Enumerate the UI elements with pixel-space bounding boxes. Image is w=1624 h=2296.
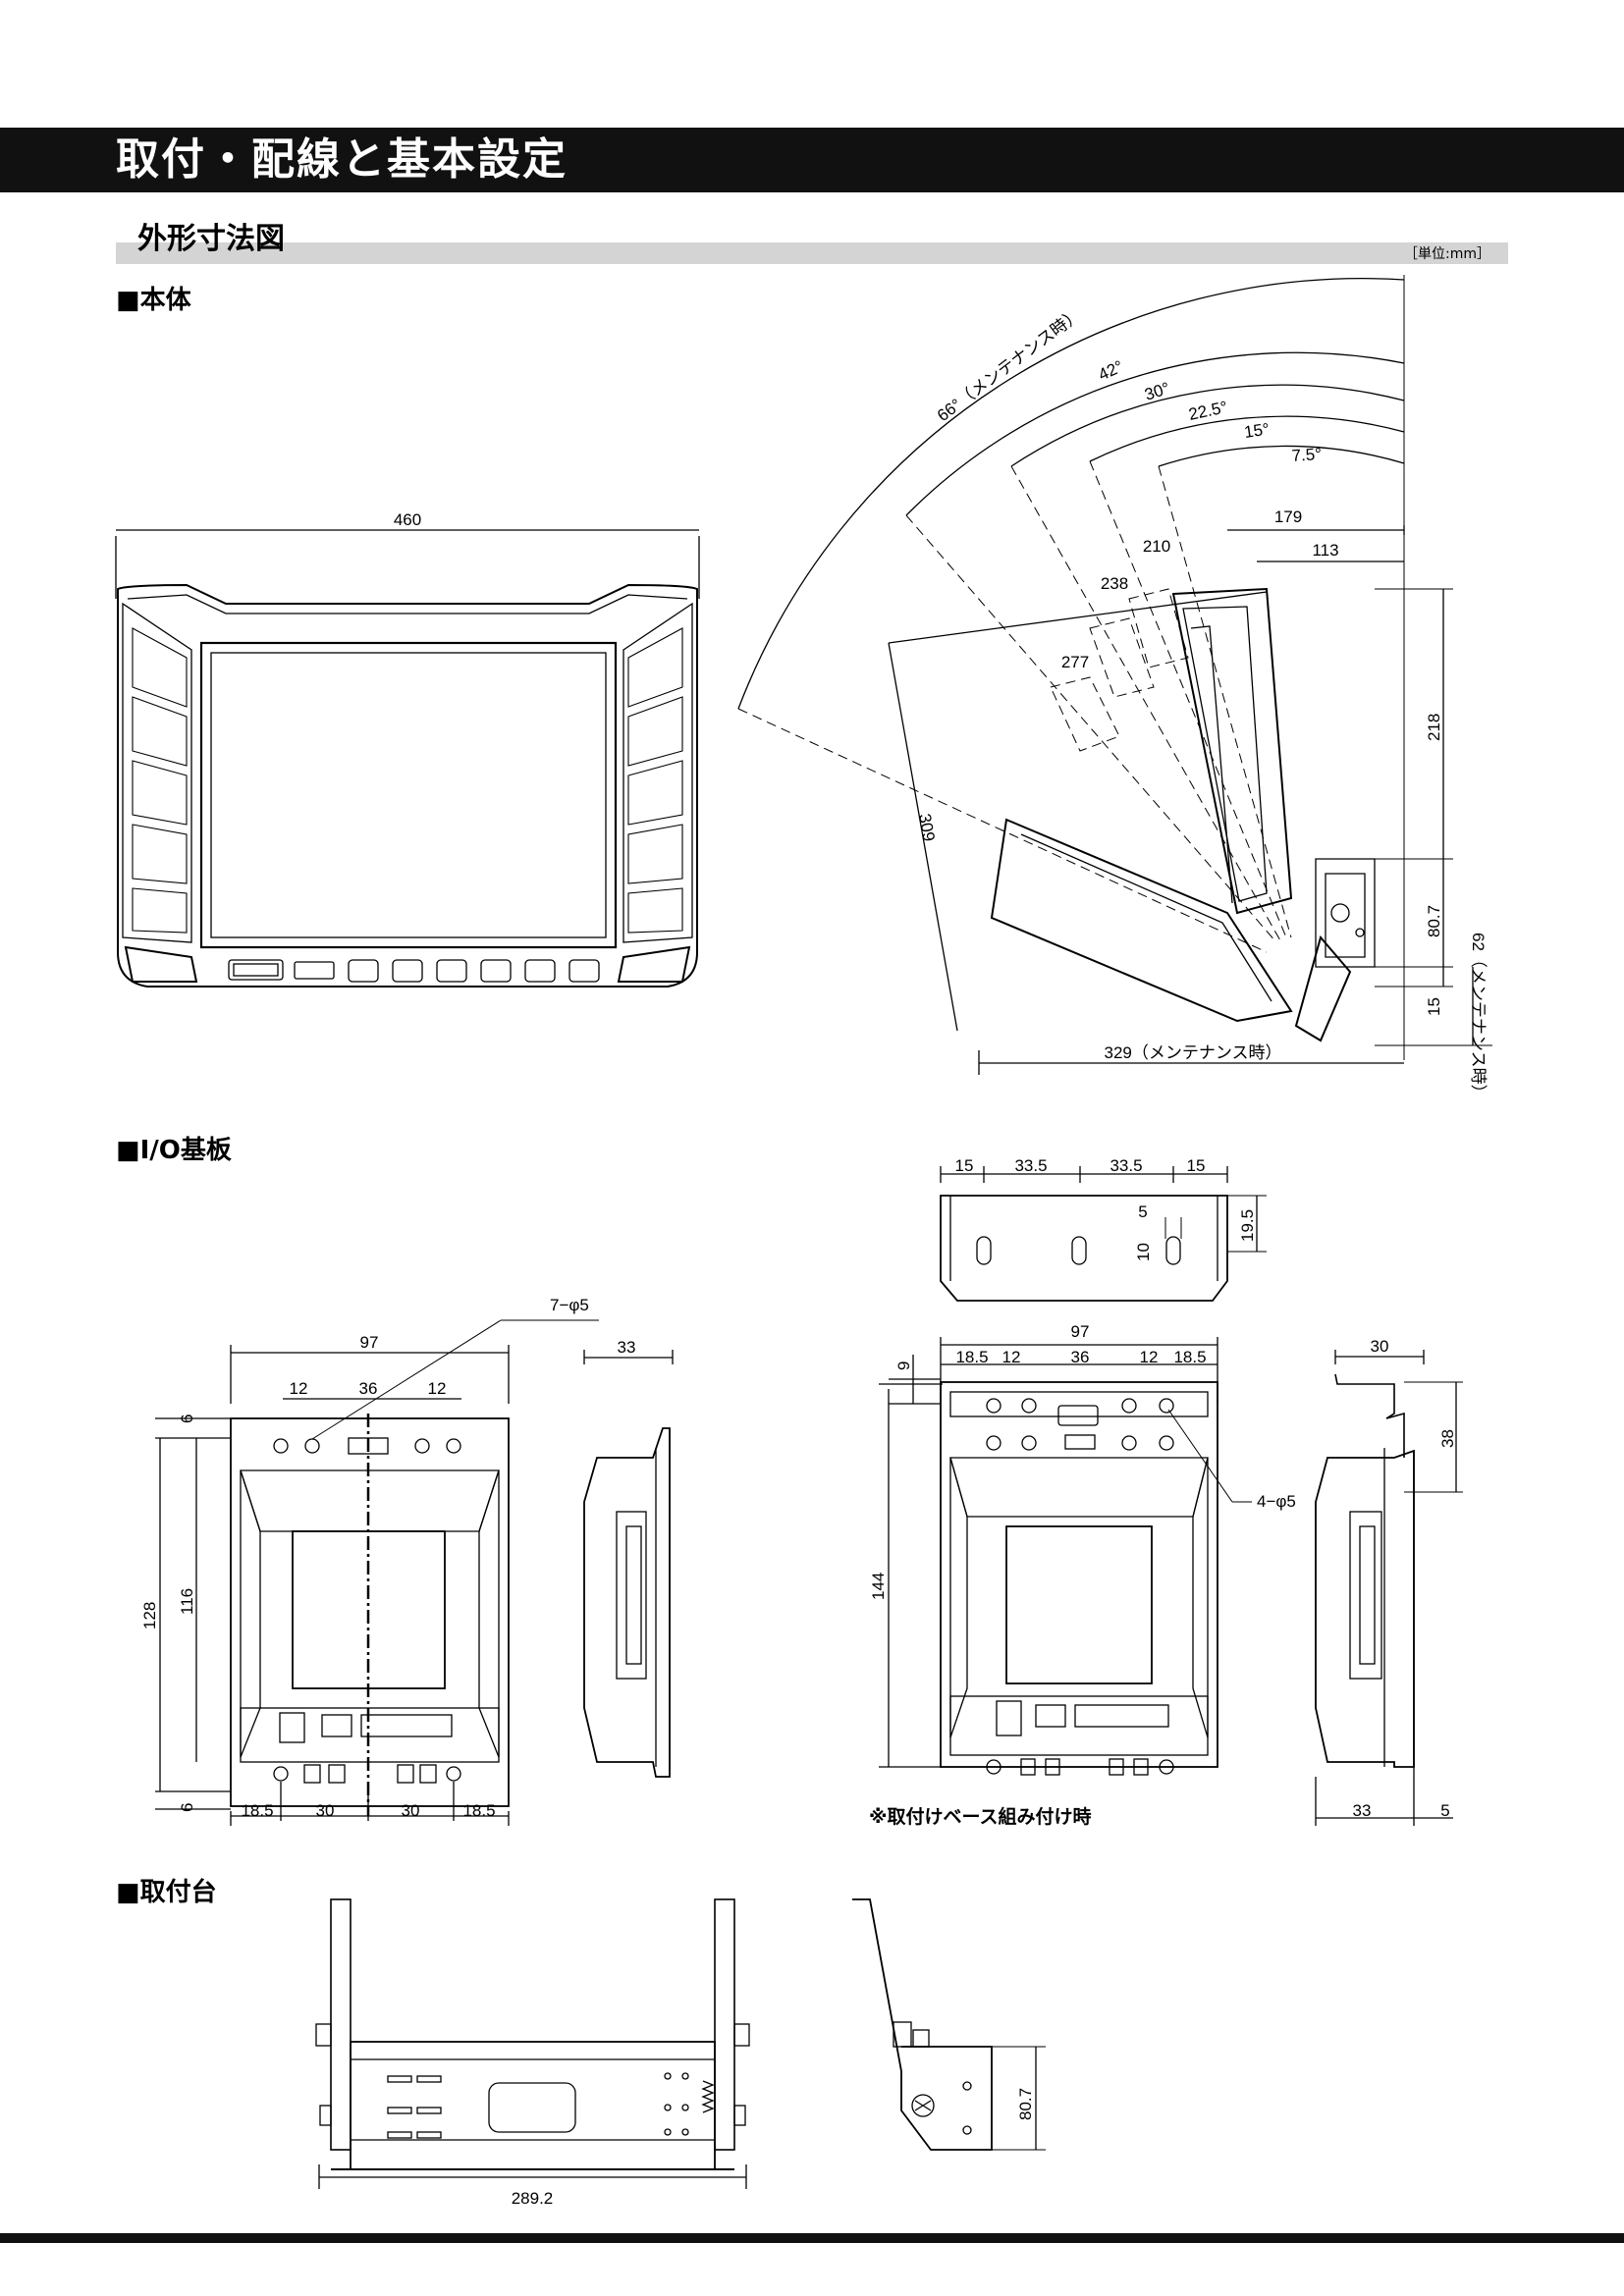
dim-io-left-12b: 12	[428, 1379, 447, 1398]
dim-io-left-30a: 30	[316, 1801, 335, 1820]
dim-io-left-128: 128	[140, 1602, 159, 1629]
body-front-view	[115, 529, 700, 988]
dim-length-210: 210	[1143, 537, 1170, 556]
io-board-top-view	[940, 1166, 1267, 1302]
dim-io-holes-7: 7−φ5	[550, 1296, 589, 1314]
dim-io-left-116: 116	[178, 1588, 196, 1615]
dim-io-left-12a: 12	[290, 1379, 308, 1398]
dim-io-right-144: 144	[869, 1573, 888, 1600]
dim-angle-7-5: 7.5°	[1291, 445, 1323, 465]
dim-top-33-5a: 33.5	[1014, 1156, 1047, 1175]
dim-top-15b: 15	[1187, 1156, 1206, 1175]
io-board-note: ※取付けベース組み付け時	[869, 1805, 1092, 1828]
header-banner: 取付・配線と基本設定	[0, 128, 1624, 192]
dim-length-309: 309	[915, 812, 939, 842]
dim-io-holes-4: 4−φ5	[1257, 1492, 1296, 1511]
dim-angle-15: 15°	[1243, 420, 1271, 442]
dim-io-right-5: 5	[1440, 1801, 1449, 1820]
unit-label: ［単位:mm］	[1404, 246, 1490, 262]
dim-io-left-30b: 30	[402, 1801, 420, 1820]
dim-io-right-18-5a: 18.5	[955, 1348, 988, 1366]
dim-angle-42: 42°	[1096, 357, 1126, 385]
dim-top-10: 10	[1134, 1243, 1153, 1261]
dim-top-33-5b: 33.5	[1110, 1156, 1142, 1175]
dim-io-left-18-5b: 18.5	[462, 1801, 495, 1820]
io-board-left-view	[155, 1319, 674, 1826]
dim-length-113: 113	[1312, 541, 1338, 560]
subsection-io-board: ■I/O基板	[116, 1136, 232, 1165]
dim-io-right-38: 38	[1438, 1429, 1457, 1448]
dim-io-right-97: 97	[1071, 1322, 1090, 1341]
dim-io-left-6bot: 6	[178, 1803, 196, 1812]
page-title: 取付・配線と基本設定	[116, 134, 568, 185]
dim-io-right-18-5b: 18.5	[1173, 1348, 1206, 1366]
dim-io-right-9: 9	[894, 1362, 913, 1370]
mount-view	[315, 1898, 1046, 2189]
dim-length-15: 15	[1425, 997, 1443, 1016]
dim-io-left-36: 36	[359, 1379, 378, 1398]
dim-mount-height: 80.7	[1016, 2088, 1035, 2120]
dim-top-15a: 15	[955, 1156, 974, 1175]
dim-length-329: 329（メンテナンス時）	[1104, 1043, 1281, 1062]
section-bar	[116, 242, 1508, 264]
dim-angle-30: 30°	[1142, 379, 1171, 404]
dim-length-238: 238	[1101, 574, 1128, 593]
dim-top-5: 5	[1138, 1202, 1147, 1221]
dim-io-right-33: 33	[1353, 1801, 1372, 1820]
dim-length-62: 62（メンテナンス時）	[1469, 933, 1488, 1101]
dim-length-277: 277	[1061, 653, 1089, 671]
io-board-right-view	[879, 1337, 1463, 1826]
dim-io-left-33: 33	[618, 1338, 636, 1357]
dim-io-right-30: 30	[1371, 1337, 1389, 1356]
dim-mount-width: 289.2	[512, 2189, 554, 2208]
dim-io-right-12a: 12	[1002, 1348, 1021, 1366]
dim-length-80-7: 80.7	[1425, 905, 1443, 937]
dim-angle-22-5: 22.5°	[1187, 398, 1229, 424]
dim-length-218: 218	[1425, 714, 1443, 741]
dim-top-19-5: 19.5	[1238, 1209, 1257, 1242]
dim-io-right-36: 36	[1071, 1348, 1090, 1366]
subsection-mount: ■取付台	[116, 1878, 217, 1907]
dim-length-179: 179	[1274, 507, 1302, 526]
section-title: 外形寸法図	[137, 222, 285, 256]
body-side-view	[737, 275, 1492, 1075]
dim-io-right-12b: 12	[1140, 1348, 1159, 1366]
dim-angle-66: 66°（メンテナンス時）	[934, 305, 1085, 426]
dim-io-left-6top: 6	[178, 1415, 196, 1423]
subsection-body: ■本体	[116, 286, 191, 315]
dim-front-width: 460	[394, 510, 421, 529]
dim-io-left-18-5a: 18.5	[241, 1801, 273, 1820]
footer-bar	[0, 2233, 1624, 2243]
dim-io-left-97: 97	[360, 1333, 379, 1352]
